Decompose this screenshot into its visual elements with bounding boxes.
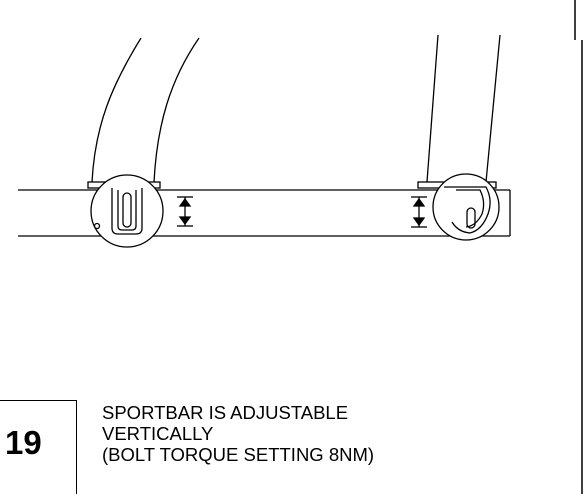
right-tube xyxy=(426,34,501,183)
left-tube xyxy=(91,37,200,183)
right-bracket-detail xyxy=(432,173,500,241)
instruction-line-2: VERTICALLY xyxy=(102,423,214,444)
right-adjust-arrow xyxy=(411,196,427,228)
instruction-line-3: (BOLT TORQUE SETTING 8NM) xyxy=(102,444,375,465)
left-bracket-detail xyxy=(90,174,164,248)
left-adjust-arrow xyxy=(177,196,193,227)
instruction-line-1: SPORTBAR IS ADJUSTABLE xyxy=(102,402,349,423)
step-number-box xyxy=(0,400,77,494)
step-number: 19 xyxy=(5,424,42,461)
instruction-text: SPORTBAR IS ADJUSTABLE VERTICALLY (BOLT … xyxy=(102,402,522,465)
